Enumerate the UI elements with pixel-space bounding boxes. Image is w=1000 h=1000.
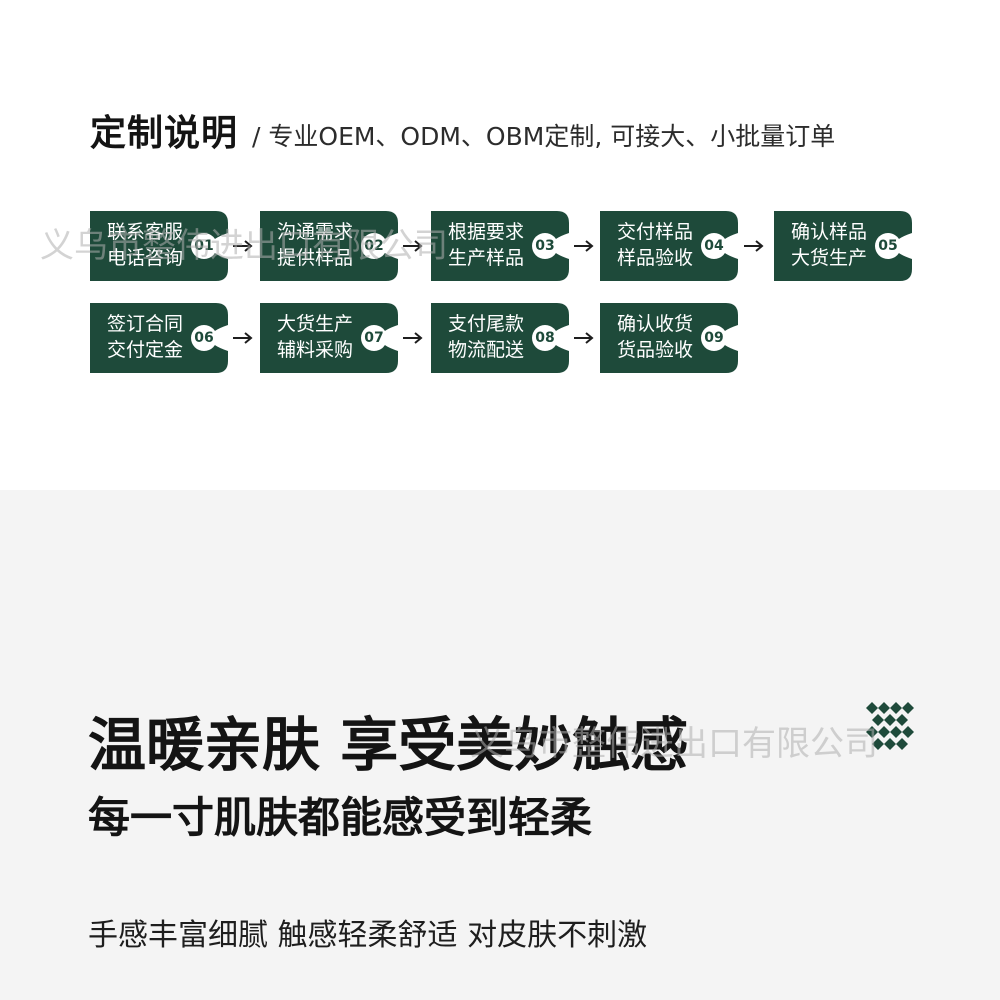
section-subtitle: / 专业OEM、ODM、OBM定制, 可接大、小批量订单 xyxy=(252,122,836,151)
step-card-shape xyxy=(90,303,228,373)
step-number-badge: 07 xyxy=(361,325,387,351)
step-number-badge: 05 xyxy=(875,233,901,259)
arrow-right-icon xyxy=(574,332,594,344)
section-header: 定制说明 / 专业OEM、ODM、OBM定制, 可接大、小批量订单 xyxy=(90,104,835,156)
process-step-07: 大货生产 辅料采购 07 xyxy=(260,303,398,373)
step-label: 联系客服 电话咨询 xyxy=(106,221,183,269)
step-label: 大货生产 辅料采购 xyxy=(276,313,353,361)
step-card-shape xyxy=(431,211,569,281)
step-number-badge: 09 xyxy=(701,325,727,351)
arrow-right-icon xyxy=(403,332,423,344)
step-number-badge: 08 xyxy=(532,325,558,351)
step-number-badge: 06 xyxy=(191,325,217,351)
step-card-shape xyxy=(260,303,398,373)
step-card-shape xyxy=(600,303,738,373)
section-title: 定制说明 xyxy=(90,113,239,154)
step-label: 根据要求 生产样品 xyxy=(447,221,524,269)
step-card-shape xyxy=(774,211,912,281)
step-number-badge: 04 xyxy=(701,233,727,259)
step-label: 沟通需求 提供样品 xyxy=(276,221,353,269)
process-step-05: 确认样品 大货生产 05 xyxy=(774,211,912,281)
arrow-right-icon xyxy=(574,240,594,252)
step-card-shape xyxy=(431,303,569,373)
process-step-04: 交付样品 样品验收 04 xyxy=(600,211,738,281)
arrow-right-icon xyxy=(233,240,253,252)
step-label: 支付尾款 物流配送 xyxy=(447,313,524,361)
step-number-badge: 02 xyxy=(361,233,387,259)
process-step-01: 联系客服 电话咨询 01 xyxy=(90,211,228,281)
step-card-shape xyxy=(260,211,398,281)
hero-subheadline: 每一寸肌肤都能感受到轻柔 xyxy=(88,793,593,842)
diamond-pattern-icon xyxy=(866,702,914,750)
step-label: 确认样品 大货生产 xyxy=(790,221,867,269)
step-label: 交付样品 样品验收 xyxy=(616,221,693,269)
process-step-06: 签订合同 交付定金 06 xyxy=(90,303,228,373)
process-step-02: 沟通需求 提供样品 02 xyxy=(260,211,398,281)
arrow-right-icon xyxy=(744,240,764,252)
arrow-right-icon xyxy=(403,240,423,252)
process-step-03: 根据要求 生产样品 03 xyxy=(431,211,569,281)
step-number-badge: 01 xyxy=(191,233,217,259)
process-step-08: 支付尾款 物流配送 08 xyxy=(431,303,569,373)
step-number-badge: 03 xyxy=(532,233,558,259)
process-step-09: 确认收货 货品验收 09 xyxy=(600,303,738,373)
arrow-right-icon xyxy=(233,332,253,344)
step-card-shape xyxy=(90,211,228,281)
hero-feature-text: 手感丰富细腻 触感轻柔舒适 对皮肤不刺激 xyxy=(88,918,648,953)
hero-headline: 温暖亲肤 享受美妙触感 xyxy=(88,711,689,779)
step-label: 确认收货 货品验收 xyxy=(616,313,693,361)
step-label: 签订合同 交付定金 xyxy=(106,313,183,361)
feature-section xyxy=(0,490,1000,1000)
step-card-shape xyxy=(600,211,738,281)
